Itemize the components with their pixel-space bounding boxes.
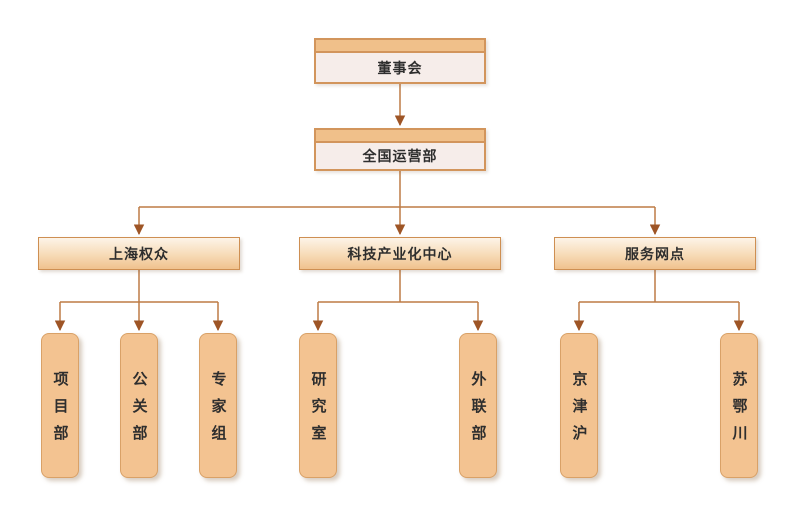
leaf-expert-group: 专家组 xyxy=(199,333,237,478)
leaf-external-liaison-dept: 外联部 xyxy=(459,333,497,478)
leaf-su-e-chuan: 苏鄂川 xyxy=(720,333,758,478)
node-title-band xyxy=(316,130,484,143)
leaf-pr-dept: 公关部 xyxy=(120,333,158,478)
leaf-label: 项目部 xyxy=(51,371,69,452)
node-shanghai-quanzhong: 上海权众 xyxy=(38,237,240,270)
leaf-label: 京津沪 xyxy=(570,371,588,452)
node-national-operations: 全国运营部 xyxy=(314,128,486,171)
node-label: 全国运营部 xyxy=(362,148,438,164)
leaf-project-dept: 项目部 xyxy=(41,333,79,478)
node-label: 董事会 xyxy=(377,59,423,76)
leaf-label: 研究室 xyxy=(309,371,327,452)
leaf-label: 苏鄂川 xyxy=(730,371,748,452)
leaf-research-office: 研究室 xyxy=(299,333,337,478)
node-tech-industrialization-center: 科技产业化中心 xyxy=(299,237,501,270)
node-board-of-directors: 董事会 xyxy=(314,38,486,84)
leaf-label: 公关部 xyxy=(130,371,148,452)
leaf-jing-jin-hu: 京津沪 xyxy=(560,333,598,478)
leaf-label: 外联部 xyxy=(469,371,487,452)
node-title-band xyxy=(316,40,484,53)
leaf-label: 专家组 xyxy=(209,371,227,452)
node-service-network: 服务网点 xyxy=(554,237,756,270)
